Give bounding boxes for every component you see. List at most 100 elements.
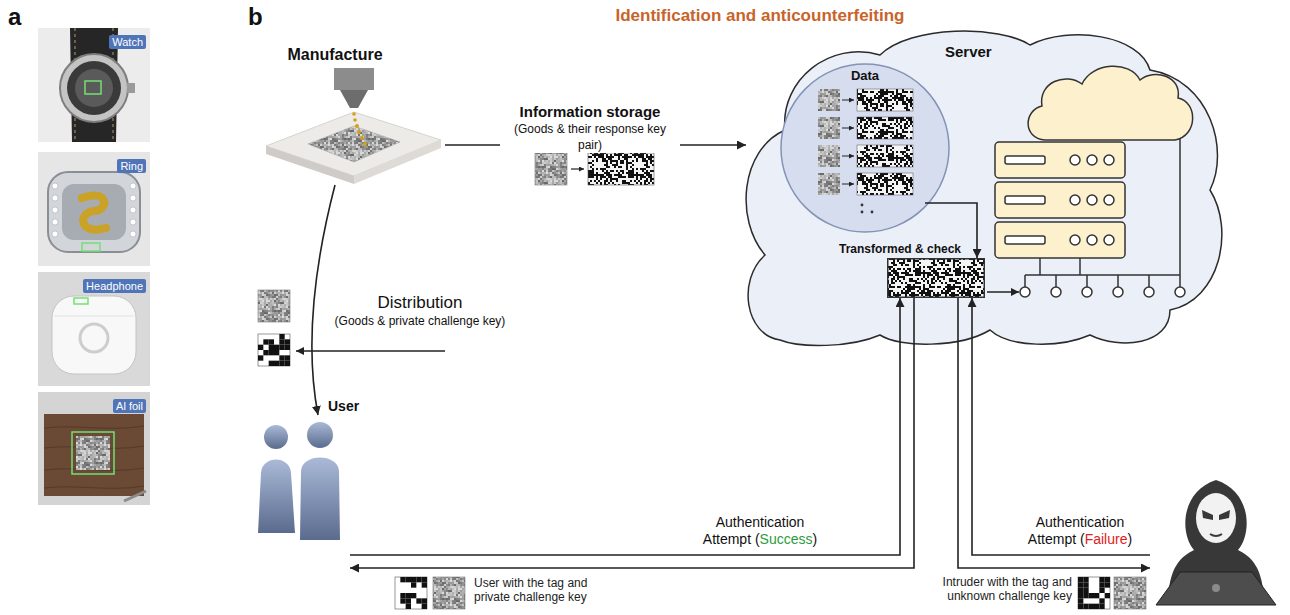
key-cell: [279, 355, 284, 360]
polygon-shape: [1156, 572, 1276, 605]
item-label: Headphone: [83, 279, 146, 293]
status-word: Failure: [1085, 531, 1128, 547]
key-cell: [406, 604, 411, 609]
circle-shape: [353, 118, 357, 122]
node-caption: User with the tag and private challenge …: [474, 576, 624, 604]
rect-shape: [38, 392, 150, 505]
circle-shape: [1070, 235, 1080, 245]
path-shape: [300, 458, 340, 541]
key-cell: [285, 355, 290, 360]
intruder-items: [1078, 577, 1146, 609]
text-part: (Success): [755, 531, 817, 547]
rect-shape: [62, 184, 126, 240]
g-shape: [52, 183, 136, 237]
key-ground: [395, 577, 427, 609]
rect-shape: [74, 298, 88, 304]
key-cell: [269, 361, 274, 366]
photo-panel: Headphone: [38, 272, 150, 386]
key-cell: [258, 355, 263, 360]
server-cloud: Server Data Transformed & check: [740, 30, 1225, 348]
manufacture-node: Manufacture: [262, 68, 445, 185]
rect-shape: [334, 68, 374, 90]
rect-shape: [38, 272, 150, 386]
edge-label-holder: Distribution (Goods & private challenge …: [322, 292, 518, 329]
circle-shape: [52, 195, 58, 201]
panel-letter: a: [8, 3, 21, 31]
transformed-pattern: [887, 258, 985, 298]
rect-shape: [44, 414, 144, 496]
circle-shape: [52, 231, 58, 237]
key-cell: [1083, 577, 1088, 582]
circle-shape: [307, 422, 333, 448]
key-cell: [285, 339, 290, 344]
polygon-shape: [1202, 510, 1213, 520]
connector: [312, 185, 335, 415]
node-heading: User: [328, 398, 359, 414]
rect-shape: [857, 145, 913, 167]
key-cell: [1105, 593, 1110, 598]
item-label-holder: Ring: [117, 156, 146, 174]
circle-shape: [80, 324, 108, 352]
key-ground: [258, 334, 290, 366]
key-cell: [1089, 593, 1094, 598]
key-cell: [422, 604, 427, 609]
rect-shape: [76, 436, 110, 470]
node-heading-holder: Transformed & check: [839, 242, 961, 256]
panel-letter: b: [248, 3, 263, 31]
circle-shape: [1082, 287, 1092, 297]
rect-shape: [1005, 236, 1045, 244]
line-shape: [842, 100, 854, 101]
key-cell: [406, 593, 411, 598]
key-cell: [258, 345, 263, 350]
circle-shape: [781, 64, 949, 232]
rect-shape: [857, 173, 913, 195]
polygon-shape: [1219, 510, 1230, 520]
circle-shape: [130, 231, 136, 237]
rect-shape: [262, 68, 445, 185]
key-cell: [1078, 593, 1083, 598]
printer-illustration: [262, 68, 445, 185]
circle-shape: [130, 195, 136, 201]
path-shape: [258, 460, 295, 534]
circle-shape: [360, 136, 364, 140]
node-heading: Data: [775, 68, 955, 83]
key-cell: [1099, 588, 1104, 593]
circle-shape: [357, 130, 361, 134]
key-cell: [406, 577, 411, 582]
key-cell: [1083, 588, 1088, 593]
key-cell: [1105, 577, 1110, 582]
key-cell: [422, 582, 427, 587]
rect-shape: [818, 89, 840, 111]
path-shape: [746, 31, 1222, 345]
edge-label-holder: Authentication Attempt (Success): [695, 514, 825, 548]
rect-shape: [85, 81, 101, 94]
circle-shape: [264, 425, 288, 449]
edge-label: Distribution (Goods & private challenge …: [333, 292, 508, 329]
circle-shape: [1070, 155, 1080, 165]
line-shape: [987, 291, 1019, 293]
line-shape: [842, 184, 854, 185]
key-cell: [1083, 593, 1088, 598]
server-rack: [995, 142, 1125, 258]
key-cell: [274, 361, 279, 366]
rect-shape: [1114, 577, 1146, 609]
circle-shape: [1212, 584, 1220, 592]
figure-title: Identification and anticounterfeiting: [560, 6, 960, 26]
key-cell: [274, 345, 279, 350]
circle-shape: [60, 54, 128, 122]
rect-shape: [258, 290, 290, 322]
rect-shape: [588, 153, 654, 185]
circle-shape: [75, 69, 113, 107]
rect-shape: [888, 259, 985, 298]
g-shape: [352, 112, 367, 146]
rect-shape: [995, 222, 1125, 258]
line-shape: [842, 156, 854, 157]
user-node: UserUser with the tag and private challe…: [250, 415, 350, 570]
key-cell: [1105, 582, 1110, 587]
storage-pair: [535, 153, 654, 185]
panel-letter-holder: a: [8, 3, 21, 31]
key-cell: [269, 339, 274, 344]
item-label: Ring: [117, 159, 146, 173]
node-caption-holder: User with the tag and private challenge …: [474, 576, 624, 604]
user-figures: [250, 415, 350, 570]
